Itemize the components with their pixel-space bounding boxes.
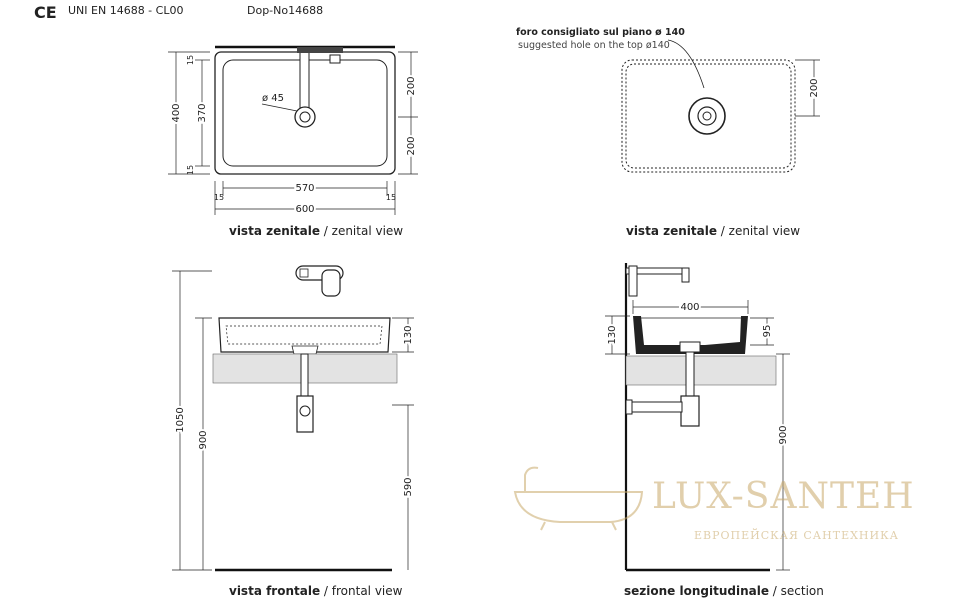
watermark-tagline: ЕВРОПЕЙСКАЯ САНТЕХНИКА: [694, 528, 899, 542]
dim-section-width: 400: [680, 302, 699, 313]
hole-label-it: foro consigliato sul piano ø 140: [516, 27, 685, 38]
watermark-brand: LUX-SANTEH: [652, 476, 915, 517]
dim-hole-half: 200: [809, 78, 820, 97]
hole-label-en: suggested hole on the top ø140: [518, 40, 670, 51]
frontal-view: 130 1050 900 590 vista frontale / fronta…: [172, 265, 416, 598]
model-label: Dop-No14688: [247, 4, 323, 17]
caption-zenital-left: vista zenitale / zenital view: [229, 224, 403, 238]
dim-edge-left: 15: [214, 193, 224, 202]
dim-half-top: 200: [406, 76, 417, 95]
bathtub-logo-icon: [513, 466, 644, 531]
dim-outer-height: 400: [171, 103, 182, 122]
dim-section-basin-h: 130: [607, 325, 618, 344]
dim-section-counter: 900: [778, 425, 789, 444]
watermark: LUX-SANTEH ЕВРОПЕЙСКАЯ САНТЕХНИКА: [513, 466, 915, 542]
dim-front-total: 1050: [175, 407, 186, 432]
dim-inner-height: 370: [197, 103, 208, 122]
dim-edge-right: 15: [386, 193, 396, 202]
ce-mark: CE: [34, 3, 57, 22]
standard-label: UNI EN 14688 - CL00: [68, 4, 183, 17]
dim-front-counter: 900: [198, 430, 209, 449]
caption-section: sezione longitudinale / section: [624, 584, 824, 598]
dim-inner-width: 570: [295, 183, 314, 194]
dim-front-basin-h: 130: [403, 325, 414, 344]
zenital-view-left: ø 45 570 600 15 15 400 370 15 15 200 200…: [168, 45, 419, 238]
caption-frontal: vista frontale / frontal view: [229, 584, 403, 598]
dim-edge-top: 15: [186, 55, 195, 65]
dim-half-bottom: 200: [406, 136, 417, 155]
dim-section-depth: 95: [762, 325, 773, 338]
section-view: 400 130 95 900 sezione longitudinale / s…: [605, 263, 824, 598]
dim-front-trap: 590: [403, 477, 414, 496]
caption-zenital-right: vista zenitale / zenital view: [626, 224, 800, 238]
dim-outer-width: 600: [295, 204, 314, 215]
drain-diameter-label: ø 45: [262, 93, 284, 104]
zenital-view-right: foro consigliato sul piano ø 140 suggest…: [516, 27, 822, 238]
dim-edge-bottom: 15: [186, 165, 195, 175]
